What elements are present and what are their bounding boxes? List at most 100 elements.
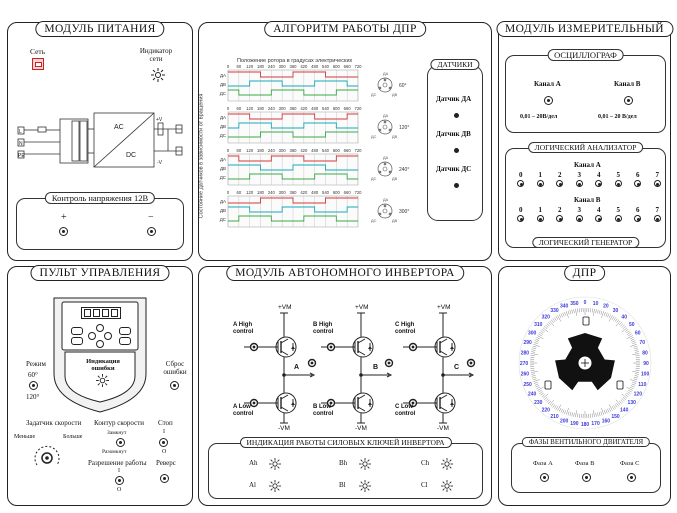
osc-channel-a-label: Канал А: [534, 80, 561, 88]
plus-12v-socket[interactable]: [59, 227, 68, 236]
error-indicator-label: Индикация ошибки: [86, 358, 120, 372]
dial-tick: [631, 340, 636, 343]
timing-tick-label: 420: [300, 106, 308, 111]
analyzer-bit-label: 2: [558, 206, 562, 214]
reset-error-label: Сброс ошибки: [163, 360, 187, 376]
analyzer-bit-socket[interactable]: [575, 180, 583, 187]
dial-number: 80: [642, 350, 648, 356]
dial-tick: [554, 405, 557, 409]
analyzer-bit-socket[interactable]: [575, 215, 583, 222]
analyzer-bit-socket[interactable]: [653, 215, 661, 222]
sensor-layout-channel-label: ДВ: [392, 219, 398, 223]
keypad-dial-down[interactable]: [96, 340, 104, 348]
analyzer-bit-socket[interactable]: [517, 215, 524, 222]
dial-number: 280: [521, 350, 530, 356]
mains-indicator-lamp-icon: [151, 68, 165, 82]
voltage-control-title: Контроль напряжения 12В: [44, 192, 156, 204]
phase-a-socket[interactable]: [540, 473, 549, 482]
dial-number: 340: [560, 304, 569, 310]
timing-channel-label: ДС: [220, 175, 227, 180]
analyzer-bit-socket[interactable]: [517, 180, 524, 187]
sensor-da-led: [454, 113, 459, 118]
dial-number: 350: [570, 301, 579, 307]
dial-number: 90: [643, 361, 649, 367]
dial-number: 210: [550, 414, 559, 420]
dial-number: 70: [640, 340, 646, 346]
dial-number: 60: [635, 331, 641, 337]
minus-12v-socket[interactable]: [147, 227, 156, 236]
phase-c-socket[interactable]: [627, 473, 636, 482]
timing-tick-label: 540: [322, 64, 330, 69]
dial-tick: [545, 324, 549, 328]
osc-channel-b-socket[interactable]: [624, 96, 633, 105]
analyzer-bit-socket[interactable]: [536, 215, 544, 222]
analyzer-bit-label: 6: [636, 171, 640, 179]
dial-tick: [562, 312, 565, 317]
dial-tick: [564, 311, 567, 316]
keypad-button-right-1[interactable]: [119, 327, 131, 335]
dial-tick: [611, 406, 615, 410]
dial-tick: [536, 336, 541, 340]
dial-tick: [530, 355, 535, 357]
analyzer-bit-socket[interactable]: [634, 215, 641, 222]
transistor-drain: [357, 394, 366, 400]
enable-switch[interactable]: [115, 476, 124, 485]
speed-loop-switch[interactable]: [116, 438, 125, 447]
keypad-dial-right[interactable]: [104, 332, 112, 340]
transistor-diode-arrow: [291, 402, 295, 405]
analyzer-bit-label: 7: [655, 206, 660, 214]
dial-tick: [628, 389, 632, 393]
phase-b-socket[interactable]: [582, 473, 591, 482]
dial-tick: [558, 407, 562, 412]
dial-tick: [557, 315, 562, 322]
osc-channel-a-socket[interactable]: [544, 96, 553, 105]
dial-tick: [549, 399, 555, 406]
analyzer-bit-socket[interactable]: [614, 215, 622, 222]
gate-control-socket-pin: [252, 345, 256, 349]
sensor-layout-marker: [378, 128, 382, 132]
keypad-button-left-1[interactable]: [71, 327, 83, 335]
dial-tick: [530, 353, 538, 355]
keypad-dial-left[interactable]: [88, 332, 96, 340]
analyzer-bit-socket[interactable]: [595, 215, 602, 222]
dial-tick: [629, 336, 634, 340]
dial-tick: [600, 310, 603, 315]
dial-number: 120: [634, 392, 643, 398]
analyzer-bit-socket[interactable]: [556, 215, 563, 222]
hall-sensor-marker: [582, 316, 590, 326]
mode-switch[interactable]: [29, 381, 38, 390]
dial-tick: [632, 353, 640, 355]
dial-tick: [532, 347, 537, 350]
phase-a-label: A: [294, 364, 300, 371]
timing-tick-label: 120: [246, 106, 254, 111]
analyzer-bit-socket[interactable]: [595, 180, 602, 187]
reset-error-button[interactable]: [170, 381, 179, 390]
sensor-layout-marker: [383, 204, 387, 208]
analyzer-bit-label: 1: [538, 171, 543, 179]
speed-knob[interactable]: [32, 443, 62, 473]
vm-plus-b: +VM: [355, 304, 369, 311]
dial-tick: [535, 385, 540, 388]
mains-switch[interactable]: [32, 58, 44, 70]
analyzer-bit-socket[interactable]: [653, 180, 661, 187]
dial-tick: [598, 411, 601, 416]
sensor-layout-channel-label: ДС: [371, 93, 377, 97]
reverse-switch[interactable]: [160, 474, 169, 483]
keypad-dial-up[interactable]: [96, 324, 104, 332]
analyzer-bit-socket[interactable]: [536, 180, 544, 187]
stop-switch[interactable]: [159, 438, 168, 447]
keypad-button-left-2[interactable]: [71, 337, 83, 345]
analyzer-bit-socket[interactable]: [634, 180, 641, 187]
keypad-button-right-2[interactable]: [119, 337, 131, 345]
analyzer-bit-socket[interactable]: [556, 180, 563, 187]
timing-tick-label: 120: [246, 148, 254, 153]
analyzer-bit-socket[interactable]: [614, 180, 622, 187]
dial-tick: [611, 316, 615, 320]
dial-tick: [633, 347, 638, 350]
dial-tick: [571, 309, 573, 314]
dial-tick: [630, 379, 637, 383]
analyzer-bit-label: 5: [616, 206, 621, 214]
timing-tick-label: 180: [257, 148, 265, 153]
dial-tick: [601, 311, 605, 318]
